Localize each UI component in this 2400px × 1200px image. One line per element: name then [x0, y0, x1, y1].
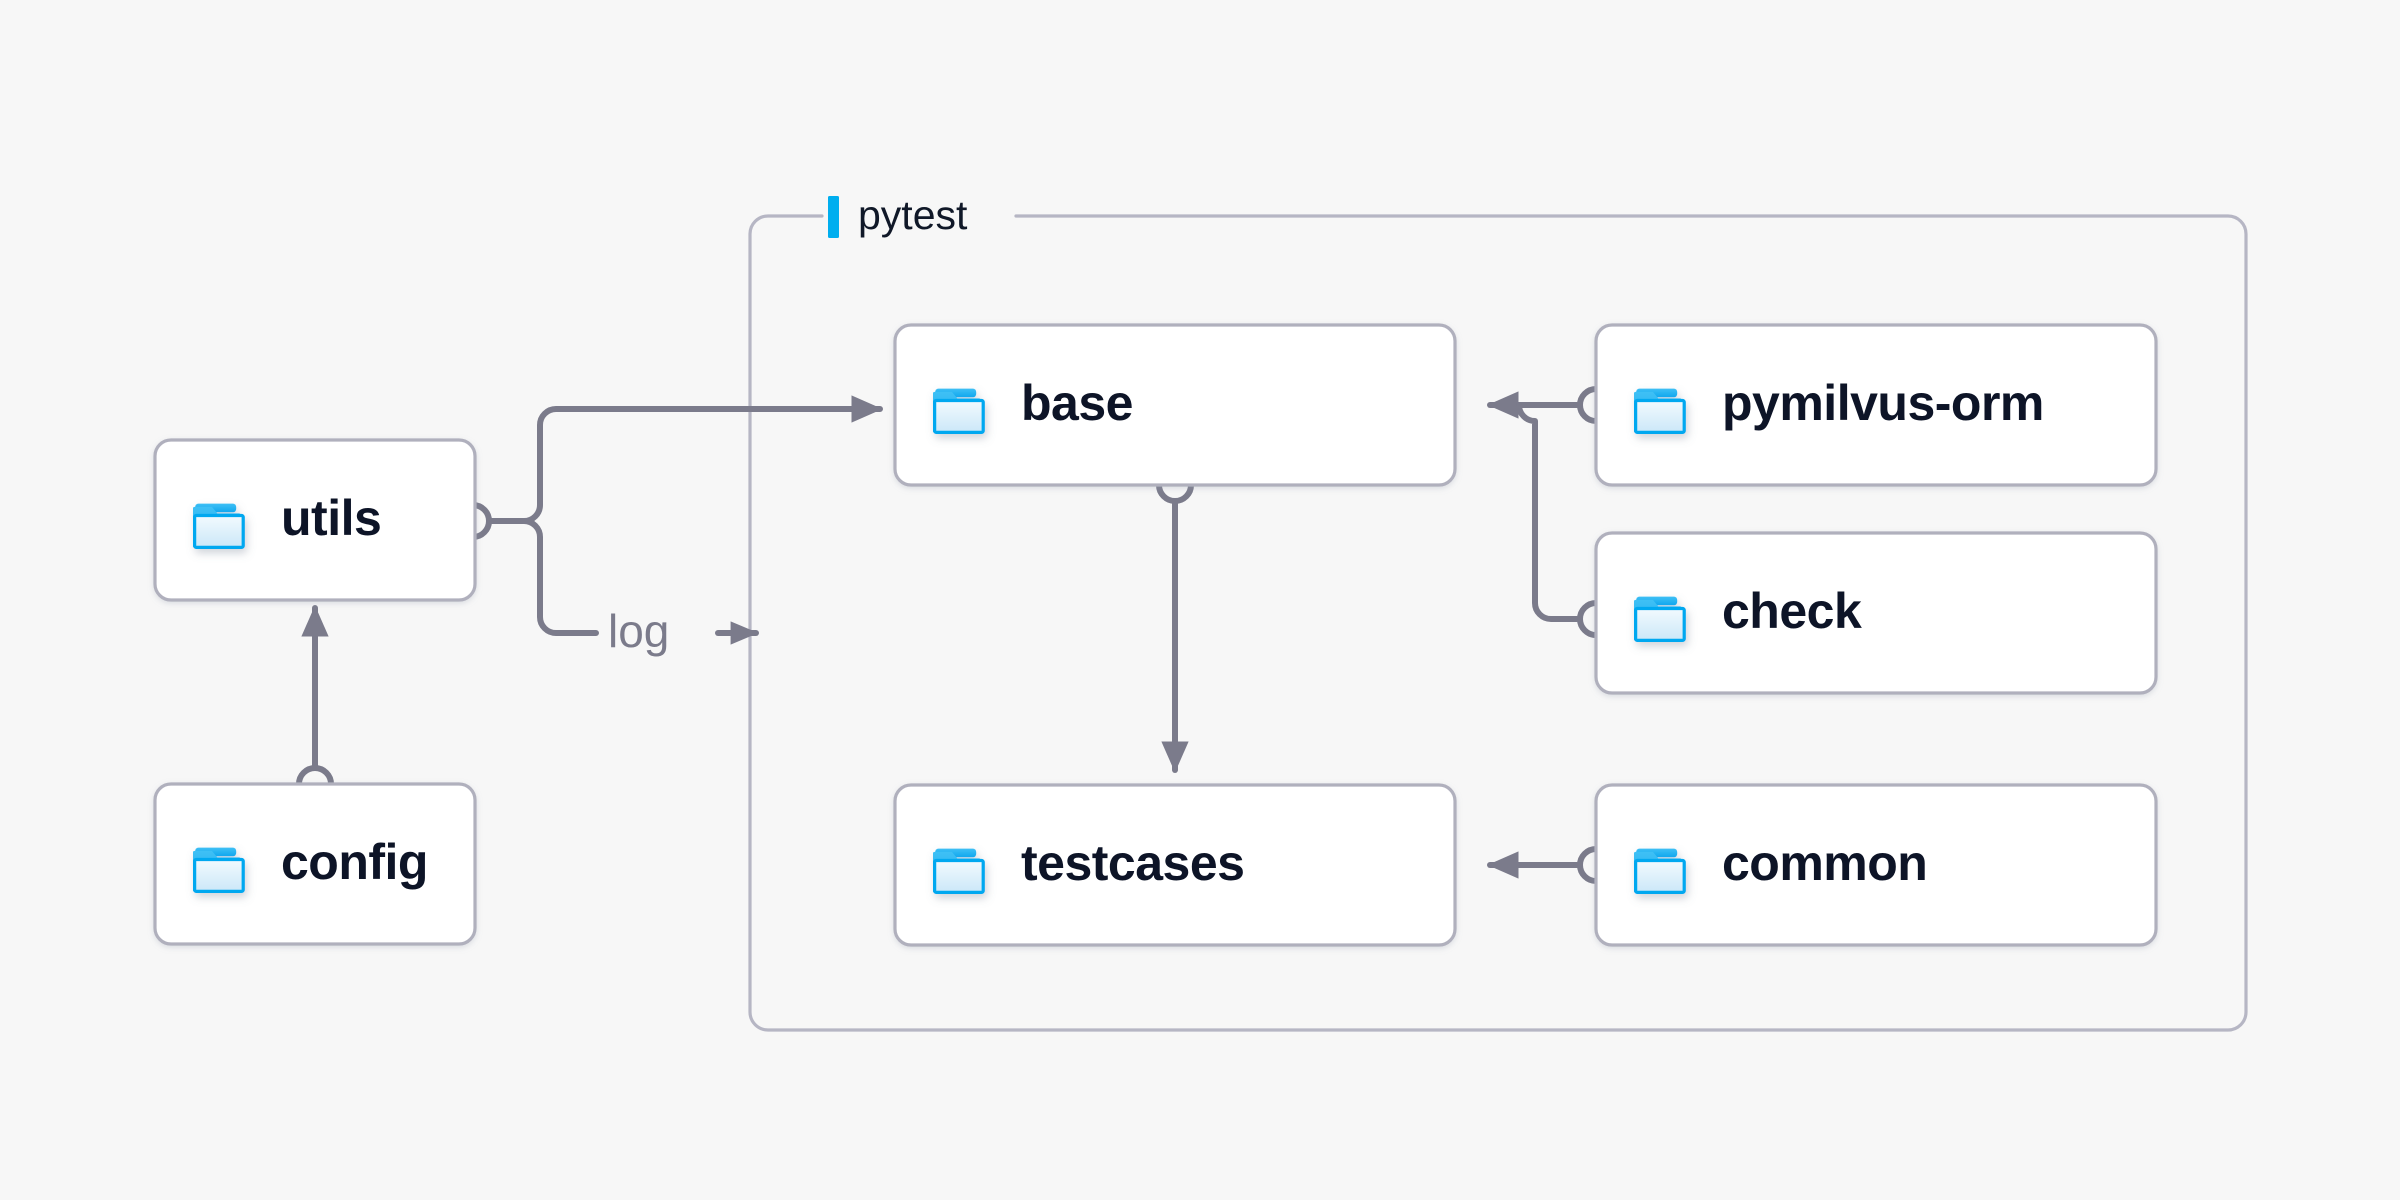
- edge-utils-to-base: [489, 395, 883, 524]
- edge-base-to-testcases: [1156, 466, 1194, 773]
- folder-icon: [1632, 387, 1686, 435]
- node-config[interactable]: config: [153, 782, 477, 946]
- edge-label-log: log: [608, 605, 669, 657]
- group-container-pytest: pytest: [748, 192, 2248, 1032]
- folder-icon: [1632, 595, 1686, 643]
- node-label: check: [1722, 583, 1862, 639]
- node-label: common: [1722, 835, 1927, 891]
- node-label: config: [281, 834, 428, 890]
- node-label: base: [1021, 375, 1133, 431]
- node-pymilvus-orm[interactable]: pymilvus-orm: [1594, 323, 2158, 487]
- node-check[interactable]: check: [1594, 531, 2158, 695]
- edge-config-to-utils: [296, 605, 334, 803]
- node-label: testcases: [1021, 835, 1244, 891]
- folder-icon: [1632, 847, 1686, 895]
- folder-icon: [191, 846, 245, 894]
- group-label-pytest: pytest: [858, 192, 968, 238]
- node-label: pymilvus-orm: [1722, 375, 2044, 431]
- node-testcases[interactable]: testcases: [893, 783, 1457, 947]
- node-label: utils: [281, 490, 381, 546]
- group-accent-bar: [828, 196, 839, 238]
- node-base[interactable]: base: [893, 323, 1457, 487]
- folder-icon: [931, 387, 985, 435]
- edge-common-to-testcases: [1487, 846, 1615, 884]
- edge-pymilvus-orm-to-base: [1487, 386, 1615, 424]
- folder-icon: [191, 502, 245, 550]
- folder-icon: [931, 847, 985, 895]
- edge-utils-to-log: [489, 518, 599, 636]
- node-utils[interactable]: utils: [153, 438, 477, 602]
- node-common[interactable]: common: [1594, 783, 2158, 947]
